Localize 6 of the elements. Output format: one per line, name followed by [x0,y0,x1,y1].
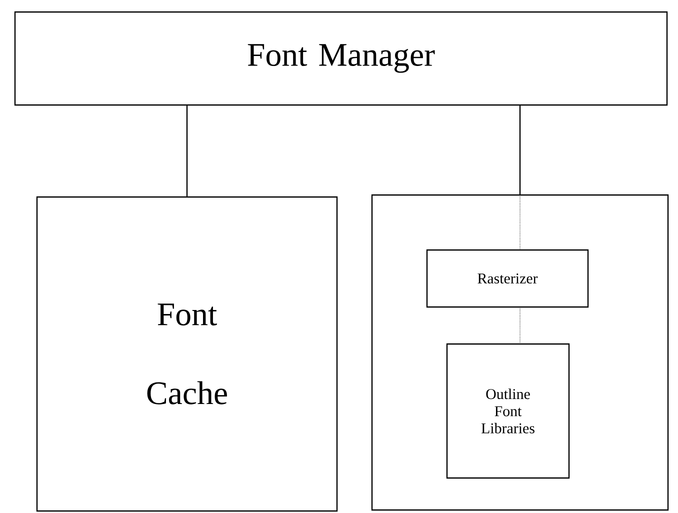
connector-line [519,105,521,195]
manager-box: Font Manager [14,11,668,106]
library-box: Outline Font Libraries [446,343,570,479]
cache-box: Font Cache [36,196,338,512]
connector-line [186,105,188,197]
rasterizer-box: Rasterizer [426,249,589,308]
